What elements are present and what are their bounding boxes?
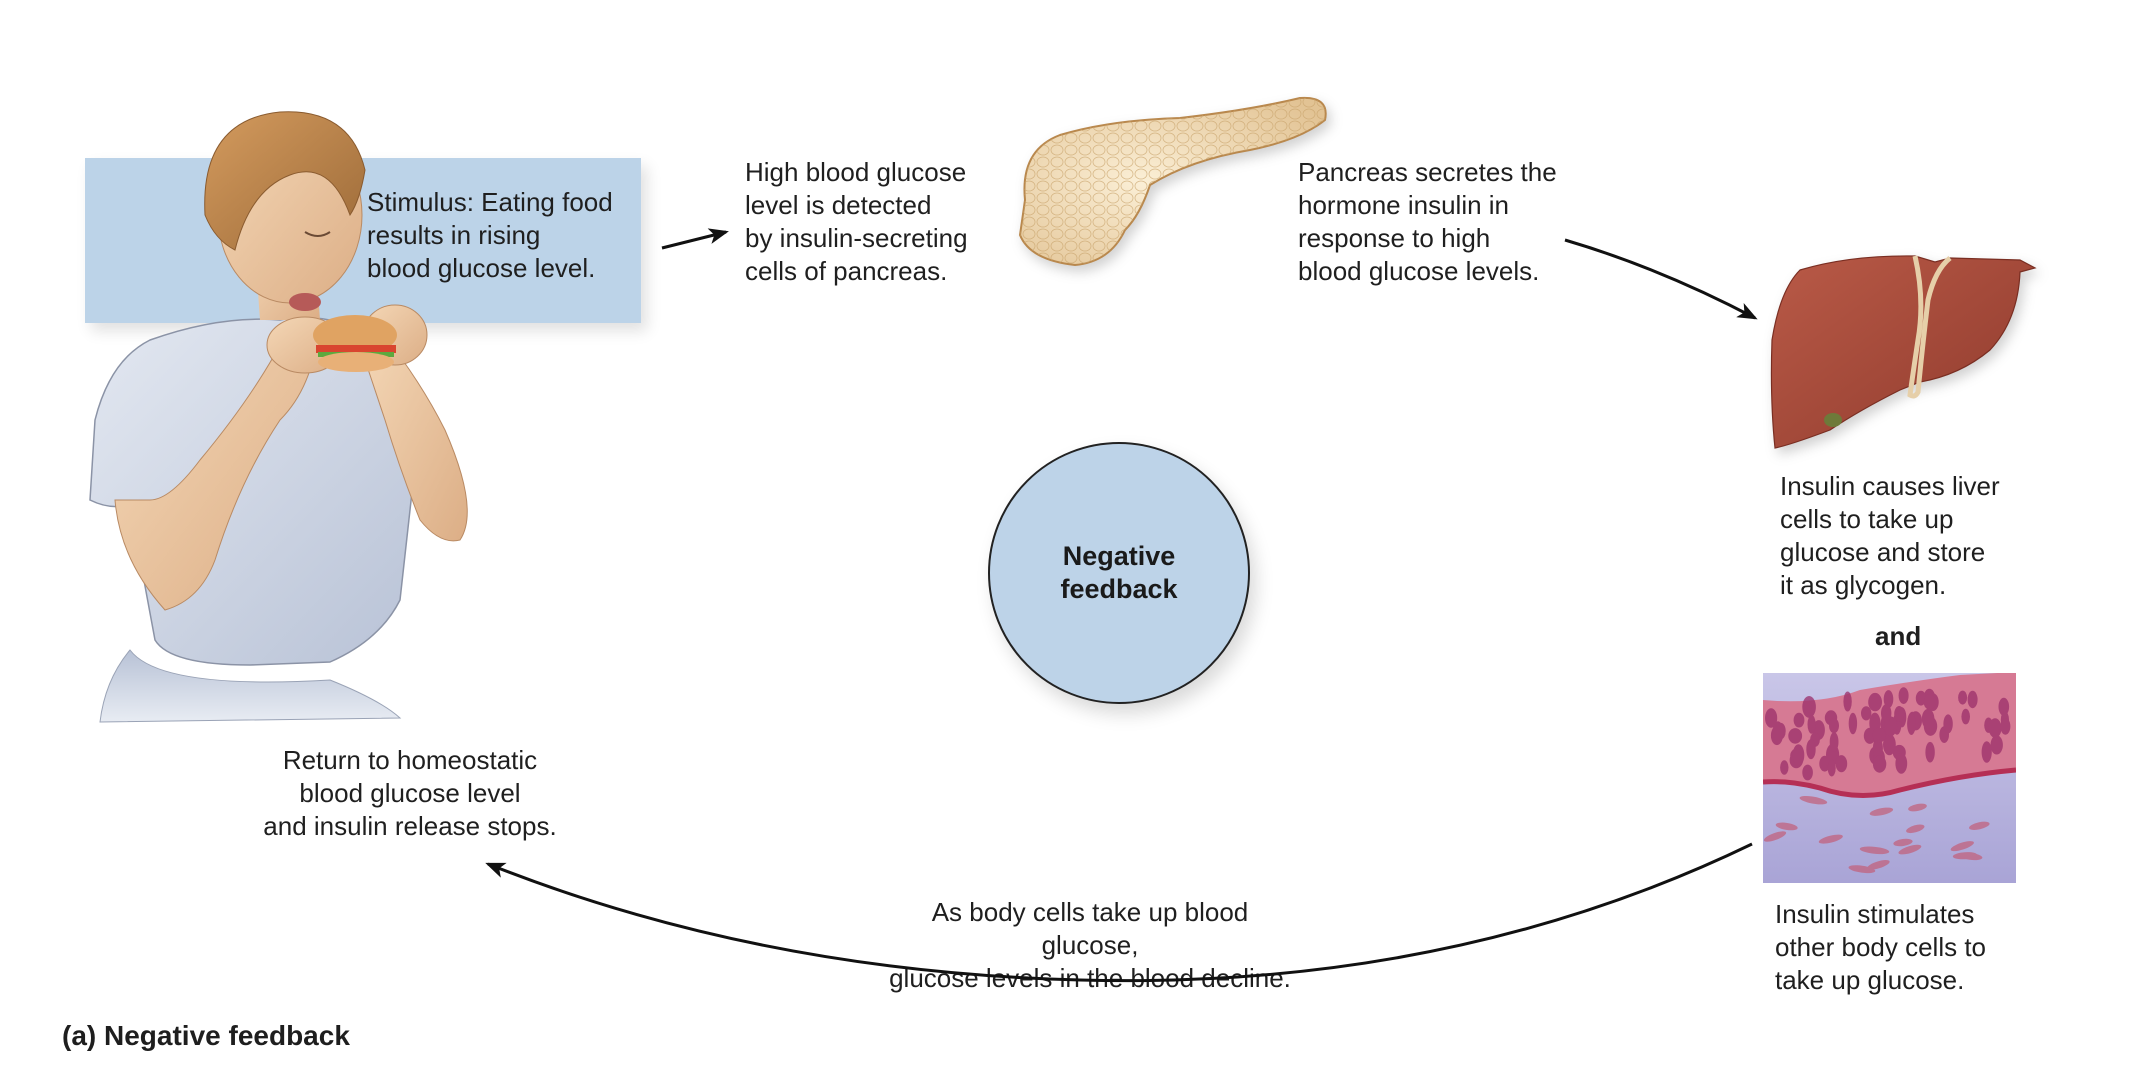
arrow-decline-to-return [485,842,1753,983]
cell-nucleus [1772,721,1784,744]
cell-nucleus [1835,755,1848,773]
cell-nucleus [1780,760,1789,775]
cell-nucleus [1958,690,1968,705]
cell-nucleus [1792,744,1805,766]
cell-nucleus [1895,753,1908,774]
body-cells-response-text: Insulin stimulates other body cells to t… [1775,899,1987,995]
negative-feedback-label: Negative feedback [1060,541,1178,604]
stimulus-text: Stimulus: Eating food results in rising … [367,187,613,283]
return-text: Return to homeostatic blood glucose leve… [263,745,557,841]
fibroblast-cell [1969,821,1990,830]
stimulus-box [85,158,641,323]
hair [204,111,366,251]
fibroblast-cell [1799,795,1828,805]
fibroblast-cell [1893,838,1913,847]
fibroblast-cell [1906,824,1925,834]
fibroblast-cell [1763,831,1787,842]
cell-nucleus [1894,706,1905,722]
and-conjunction: and [1875,621,1922,651]
cell-nucleus [1921,708,1935,730]
cell-nucleus [1998,697,2010,716]
fibroblast-cell [1957,852,1983,861]
cell-nucleus [1915,690,1927,706]
secretion-text: Pancreas secretes the hormone insulin in… [1298,157,1557,286]
cell-nucleus [1990,735,2003,755]
cell-nucleus [1861,706,1872,721]
fibroblast-cell [1908,803,1927,812]
cell-nucleus [1802,764,1813,781]
cell-nucleus [1793,712,1805,728]
cell-nucleus [1898,687,1909,704]
cell-nucleus [2000,718,2011,735]
fibroblast-cell [1950,841,1974,852]
cell-nucleus [1827,759,1836,777]
cell-nucleus [1848,712,1858,735]
liver-response-text: Insulin causes liver cells to take up gl… [1780,471,2000,600]
cell-nucleus [1925,741,1935,763]
arrow-secretion-to-liver [1564,238,1758,320]
cell-nucleus [1988,718,2002,738]
fibroblast-cell [1869,807,1894,816]
fibroblast-cell [1898,844,1922,855]
cell-nucleus [1981,741,1992,763]
cell-nucleus [1872,737,1883,759]
cell-nucleus [1883,733,1896,756]
fibroblast-cell [1867,860,1890,870]
cell-nucleus [1883,690,1894,709]
fibroblast-cell [1859,846,1890,855]
figure-caption: (a) Negative feedback [62,1020,350,1051]
cell-nucleus [1806,739,1816,760]
cell-nucleus [1872,727,1886,743]
cell-nucleus [1803,699,1812,714]
cell-nucleus [1907,713,1916,735]
cell-nucleus [1943,714,1953,734]
cell-nucleus [1829,718,1839,734]
cell-nucleus [1788,728,1803,744]
cell-nucleus [1967,690,1978,709]
arrow-stimulus-to-detection [661,228,729,250]
jeans [99,649,402,723]
detection-text: High blood glucose level is detected by … [745,157,968,286]
cell-nucleus [1872,755,1887,773]
cell-nucleus [1765,708,1778,728]
cell-nucleus [1923,694,1936,710]
cell-nucleus [1843,691,1852,712]
cell-nucleus [1961,708,1970,725]
negative-feedback-circle: Negative feedback [988,442,1250,704]
cell-nucleus [1807,715,1816,734]
burger [313,315,397,372]
fibroblast-cell [1775,822,1798,831]
fibroblast-cell [1818,834,1843,844]
cell-nucleus [1881,704,1892,723]
cell-nucleus [1829,732,1839,752]
cell-nucleus [1868,692,1882,712]
